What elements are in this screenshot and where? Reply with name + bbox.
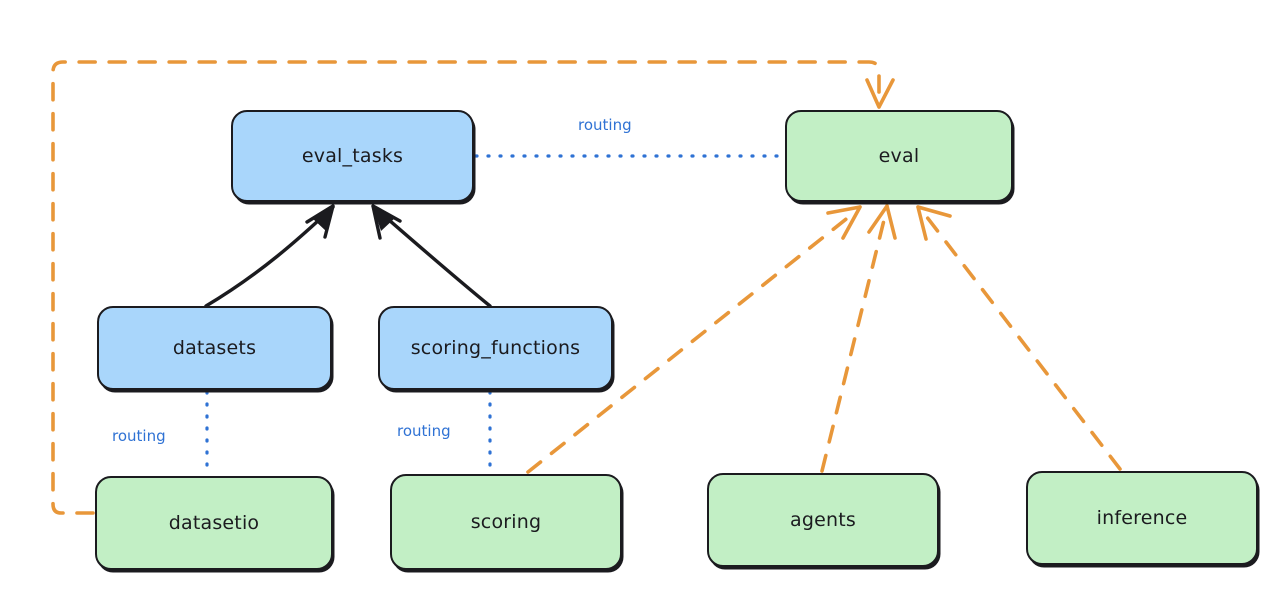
node-label: inference xyxy=(1096,507,1188,529)
node-eval-tasks[interactable]: eval_tasks xyxy=(231,110,474,202)
node-agents[interactable]: agents xyxy=(707,473,939,567)
node-scoring[interactable]: scoring xyxy=(390,474,622,570)
node-label: scoring_functions xyxy=(410,337,581,359)
edge-label-routing-eval-tasks-eval: routing xyxy=(578,116,632,134)
edge-inference-to-eval xyxy=(916,205,1122,471)
node-label: agents xyxy=(790,509,856,531)
node-label: datasets xyxy=(172,337,257,359)
edge-datasetio-to-eval xyxy=(51,60,895,515)
node-label: eval xyxy=(878,145,920,167)
edge-label-routing-scoring-functions-scoring: routing xyxy=(397,422,451,440)
edge-scoring-to-eval xyxy=(526,205,862,474)
node-label: datasetio xyxy=(168,512,260,534)
node-datasetio[interactable]: datasetio xyxy=(95,476,333,570)
edge-agents-to-eval xyxy=(820,204,897,473)
node-eval[interactable]: eval xyxy=(785,110,1013,202)
edge-datasets-to-eval-tasks xyxy=(204,204,335,308)
node-scoring-functions[interactable]: scoring_functions xyxy=(378,306,613,390)
node-datasets[interactable]: datasets xyxy=(97,306,332,390)
edge-scoring-functions-to-eval-tasks xyxy=(371,204,492,308)
node-label: eval_tasks xyxy=(301,145,404,167)
edge-label-routing-datasets-datasetio: routing xyxy=(112,427,166,445)
node-label: scoring xyxy=(470,511,542,533)
node-inference[interactable]: inference xyxy=(1026,471,1258,565)
